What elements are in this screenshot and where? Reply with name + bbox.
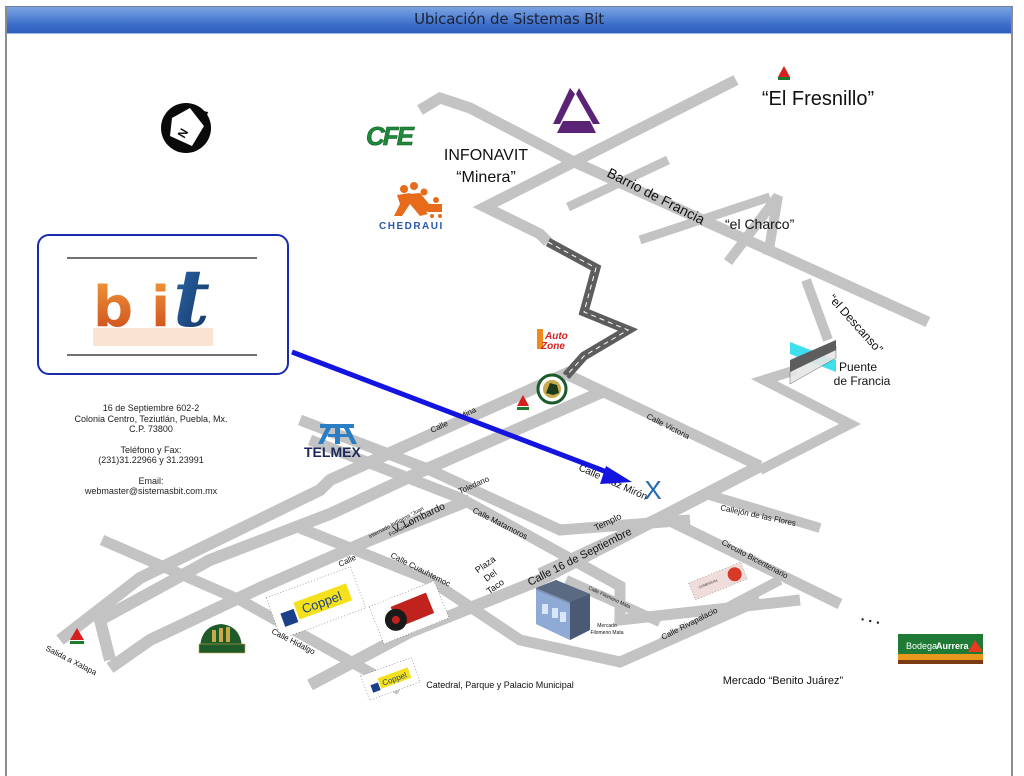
- road-network: [56, 75, 931, 695]
- email-label: Email:: [138, 475, 164, 486]
- road-callejon-flores: [704, 489, 822, 533]
- chedraui-family-icon: [394, 182, 442, 218]
- location-arrow: [291, 349, 632, 484]
- mercado-fm-label-2: Filomeno Mata: [590, 630, 623, 636]
- road-puente-loop: [750, 365, 861, 475]
- market-building-icon: [536, 580, 590, 640]
- road-lombardo: [106, 494, 473, 673]
- address-line-2: Colonia Centro, Teziutlán, Puebla, Mx.: [74, 413, 228, 424]
- road-descanso: [801, 278, 833, 342]
- road-calle-diaz-miron: [298, 414, 691, 536]
- chedraui-logo: CHEDRAUI: [379, 182, 444, 232]
- logo-reflection: [93, 328, 213, 346]
- road-calle-hidalgo: [99, 534, 403, 695]
- ellipsis-label: . . .: [860, 607, 882, 627]
- compass-north-icon: N: [161, 103, 211, 153]
- road-toledano: [93, 386, 605, 662]
- contact-info: 16 de Septiembre 602-2 Colonia Centro, T…: [58, 403, 244, 497]
- page-title: Ubicación de Sistemas Bit: [414, 10, 604, 28]
- road-stub-2: [638, 192, 772, 245]
- puente-label-1: Puente: [839, 360, 877, 374]
- highway-center-line: [547, 241, 630, 377]
- telmex-logo: TELMEX: [304, 424, 361, 460]
- el-fresnillo-label: “El Fresnillo”: [762, 88, 874, 110]
- arrow-shaft: [291, 349, 613, 477]
- coppel-logo: Coppel: [360, 657, 421, 701]
- pemex-icon: [778, 66, 790, 80]
- autozone-label-2: Zone: [540, 341, 565, 352]
- arrow-head: [600, 466, 632, 484]
- autozone-logo: Auto Zone: [537, 329, 568, 352]
- postal-code: C.P. 73800: [129, 424, 173, 434]
- road-infonavit-loop: [417, 91, 931, 328]
- location-marker[interactable]: X: [644, 475, 661, 505]
- comercial-label: COMERCIAL: [698, 578, 719, 590]
- bodega-label-1: Bodega: [906, 641, 937, 651]
- comercial-sign: COMERCIAL: [688, 561, 748, 601]
- puente-label-2: de Francia: [834, 374, 891, 388]
- page-header: Ubicación de Sistemas Bit: [7, 7, 1011, 34]
- company-logo-box: b i t: [37, 234, 289, 375]
- italian-coffee-logo: [198, 624, 246, 654]
- logo-letter-b: b: [93, 275, 133, 340]
- infonavit-label: INFONAVIT: [444, 147, 528, 164]
- street-barrio-de-francia: Barrio de Francia: [605, 164, 708, 227]
- road-calle-filomeno-mata: [563, 575, 663, 627]
- phone-numbers: (231)31.22966 y 31.23991: [98, 455, 204, 465]
- bridge-icon: [789, 340, 837, 385]
- coppel-logo: Coppel: [265, 566, 366, 640]
- road-calle-cuauhtemoc: [297, 522, 763, 668]
- autozone-label-1: Auto: [544, 331, 568, 342]
- road-calle-matamoros: [308, 434, 801, 627]
- telmex-icon: [318, 424, 357, 444]
- road-calle-rivapalacio: [659, 575, 783, 647]
- chedraui-label: CHEDRAUI: [379, 221, 444, 232]
- telmex-label: TELMEX: [304, 444, 361, 460]
- restaurant-logo: [368, 580, 450, 645]
- el-charco-label: “el Charco”: [725, 216, 795, 232]
- club-badge-icon: [536, 373, 568, 405]
- cfe-logo: CFE: [366, 121, 417, 152]
- logo-letter-i: i: [151, 275, 170, 340]
- catedral-label: Catedral, Parque y Palacio Municipal: [426, 680, 574, 690]
- cfe-label: CFE: [366, 121, 415, 151]
- highway: [545, 238, 639, 380]
- road-circuito-bicentenario: [657, 511, 843, 609]
- logo-letter-t: t: [173, 251, 210, 345]
- pemex-icon: [517, 395, 529, 410]
- street-salida-a-xalapa: Salida a Xalapa: [44, 644, 99, 678]
- triangle-logo-icon: [553, 88, 600, 133]
- bodega-label-2: Aurrera: [936, 641, 970, 651]
- pemex-icon: [70, 628, 84, 644]
- infonavit-minera-label: “Minera”: [456, 169, 516, 186]
- road-calle-mina: [56, 366, 573, 645]
- road-stub-1: [566, 155, 670, 212]
- address-line-1: 16 de Septiembre 602-2: [102, 403, 200, 413]
- road-fresnillo: [472, 75, 739, 246]
- bodega-aurrera-logo: Bodega Aurrera: [898, 634, 983, 664]
- mercado-fm-label-1: Mercado: [597, 623, 617, 629]
- email-address[interactable]: webmaster@sistemasbit.com.mx: [84, 486, 218, 496]
- bit-logo: b i t: [67, 251, 257, 356]
- phone-label: Teléfono y Fax:: [120, 444, 182, 455]
- road-el-charco: [724, 192, 783, 266]
- mercado-benito-juarez-label: Mercado “Benito Juárez”: [723, 675, 844, 687]
